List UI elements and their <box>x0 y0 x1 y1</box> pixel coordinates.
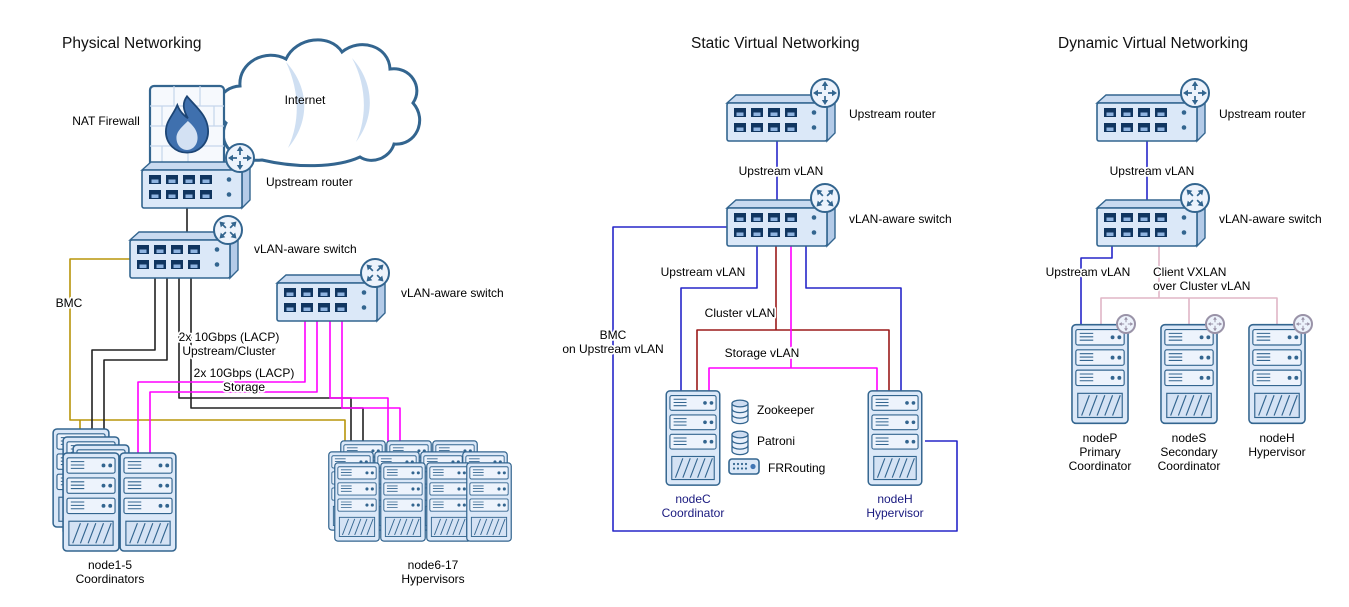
server-icon <box>426 462 472 542</box>
lacp-storage-label-line1: 2x 10Gbps (LACP) <box>194 366 295 380</box>
vlan-switch-label: vLAN-aware switch <box>1219 212 1322 226</box>
coordinators-server-stack <box>52 428 177 552</box>
cluster-vlan-label: Cluster vLAN <box>705 306 776 320</box>
server-icon <box>466 462 512 542</box>
upstream-vlan-label: Upstream vLAN <box>661 265 746 279</box>
patroni-label: Patroni <box>757 434 795 448</box>
hypervisors-server-stack <box>328 440 512 542</box>
lacp-storage-label-line2: Storage <box>223 380 265 394</box>
nat-firewall-label: NAT Firewall <box>72 114 140 128</box>
upstream-cluster-wire-coordinators <box>91 278 168 446</box>
router-badge-icon <box>811 79 839 107</box>
zookeeper-database-icon <box>731 399 749 425</box>
flame-icon <box>164 94 210 154</box>
overlay-plus-icon <box>1206 315 1224 333</box>
nodes-label-line2: Secondary <box>1160 445 1217 459</box>
internet-label: Internet <box>285 93 326 107</box>
section-physical-networking: Physical Networking Internet NAT Firewal… <box>52 35 512 586</box>
section-static-virtual-networking: Static Virtual Networking Upstream route… <box>561 35 958 532</box>
server-icon <box>380 462 426 542</box>
router-badge-icon <box>1181 79 1209 107</box>
client-vxlan-label-line2: over Cluster vLAN <box>1153 279 1250 293</box>
nodec-label-line2: Coordinator <box>662 506 725 520</box>
vlan-switch-label: vLAN-aware switch <box>849 212 952 226</box>
nodeh-server-icon <box>867 390 923 486</box>
nodep-label-line3: Coordinator <box>1069 459 1132 473</box>
nodep-server-icon <box>1071 323 1129 425</box>
nodeh-label-line1: nodeH <box>877 492 912 506</box>
upstream-vlan-label: Upstream vLAN <box>1046 265 1131 279</box>
overlay-plus-icon <box>1294 315 1312 333</box>
server-icon <box>334 462 380 542</box>
server-icon <box>62 452 120 552</box>
upstream-router-label: Upstream router <box>266 175 353 189</box>
storage-wire-coordinators <box>137 321 318 456</box>
server-icon <box>119 452 177 552</box>
coordinators-label-line1: node1-5 <box>88 558 132 572</box>
nodec-label-line1: nodeC <box>675 492 711 506</box>
hypervisors-label-line1: node6-17 <box>408 558 459 572</box>
bmc-label-line1: BMC <box>600 328 627 342</box>
nodeh-server-icon <box>1248 323 1306 425</box>
section-title: Dynamic Virtual Networking <box>1058 35 1248 52</box>
nodeh-label-line2: Hypervisor <box>1248 445 1305 459</box>
overlay-plus-icon <box>1117 315 1135 333</box>
storage-vlan-label: Storage vLAN <box>725 346 800 360</box>
section-title: Physical Networking <box>62 35 202 52</box>
frrouting-label: FRRouting <box>768 461 825 475</box>
client-vxlan-wire <box>1100 246 1278 324</box>
storage-wire-hypervisors <box>329 321 401 442</box>
bmc-label-line2: on Upstream vLAN <box>562 342 663 356</box>
bmc-upstream-loop-wire <box>612 226 958 532</box>
frrouting-icon <box>728 458 760 475</box>
upstream-router-label: Upstream router <box>1219 107 1306 121</box>
lacp-upstream-label-line1: 2x 10Gbps (LACP) <box>179 330 280 344</box>
router-badge-icon <box>226 144 254 172</box>
vlan-switch-upper-label: vLAN-aware switch <box>254 242 357 256</box>
nodes-label-line1: nodeS <box>1172 431 1207 445</box>
storage-vlan-wire <box>708 246 878 392</box>
upstream-vlan-wire <box>1080 246 1113 324</box>
hypervisors-label-line2: Hypervisors <box>401 572 464 586</box>
client-vxlan-label-line1: Client VXLAN <box>1153 265 1226 279</box>
nat-firewall-icon <box>148 84 226 170</box>
section-title: Static Virtual Networking <box>691 35 860 52</box>
nodec-server-icon <box>665 390 721 486</box>
bmc-wire-label: BMC <box>56 296 83 310</box>
nodeh-label-line1: nodeH <box>1259 431 1294 445</box>
vlan-switch-lower-label: vLAN-aware switch <box>401 286 504 300</box>
zookeeper-label: Zookeeper <box>757 403 814 417</box>
nodes-server-icon <box>1160 323 1218 425</box>
internet-cloud-icon <box>216 38 422 168</box>
upstream-vlan-link-label: Upstream vLAN <box>739 164 824 178</box>
cluster-vlan-wire <box>696 246 890 392</box>
upstream-router-label: Upstream router <box>849 107 936 121</box>
section-dynamic-virtual-networking: Dynamic Virtual Networking Upstream rout… <box>1044 35 1322 473</box>
upstream-vlan-wire <box>680 246 902 392</box>
nodeh-label-line2: Hypervisor <box>866 506 923 520</box>
nodep-label-line1: nodeP <box>1083 431 1118 445</box>
coordinators-label-line2: Coordinators <box>76 572 145 586</box>
nodes-label-line3: Coordinator <box>1158 459 1221 473</box>
upstream-vlan-link-label: Upstream vLAN <box>1110 164 1195 178</box>
lacp-upstream-label-line2: Upstream/Cluster <box>182 344 275 358</box>
nodep-label-line2: Primary <box>1079 445 1120 459</box>
upstream-cluster-wire-hypervisors <box>178 278 364 442</box>
patroni-database-icon <box>731 430 749 456</box>
